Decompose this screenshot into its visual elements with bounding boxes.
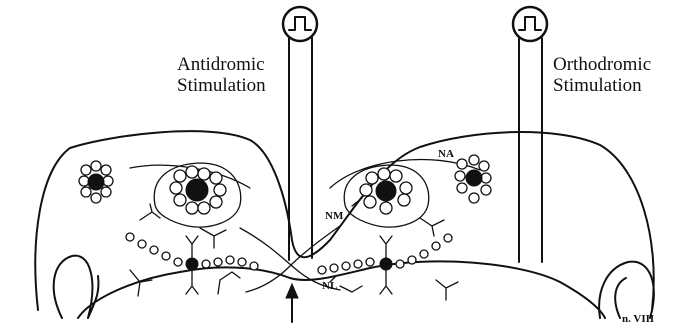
na-label: NA (438, 148, 454, 160)
antidromic-label: Antidromic Stimulation (177, 54, 266, 96)
orthodromic-label: Orthodromic Stimulation (553, 54, 651, 96)
antidromic-label-line2: Stimulation (177, 75, 266, 96)
left-nm-cluster (170, 166, 226, 214)
nerve-viii-label: n. VIII (622, 313, 654, 325)
ventral-outline (78, 261, 605, 318)
right-nm-cluster (360, 168, 412, 214)
left-stimulator-icon (283, 7, 317, 41)
left-stimulating-electrode (289, 38, 312, 260)
up-arrow-icon (286, 284, 298, 322)
nm-label: NM (325, 210, 343, 222)
right-nl-dendrites (340, 218, 458, 300)
orthodromic-label-line1: Orthodromic (553, 54, 651, 75)
left-na-cluster (79, 161, 113, 203)
right-na-cluster (455, 155, 491, 203)
nl-label: NL (322, 280, 337, 292)
right-stimulating-electrode (519, 38, 542, 262)
left-nl-dendrites (130, 204, 240, 296)
right-stimulator-icon (513, 7, 547, 41)
right-nl-row (318, 234, 452, 274)
antidromic-label-line1: Antidromic (177, 54, 266, 75)
orthodromic-label-line2: Stimulation (553, 75, 651, 96)
